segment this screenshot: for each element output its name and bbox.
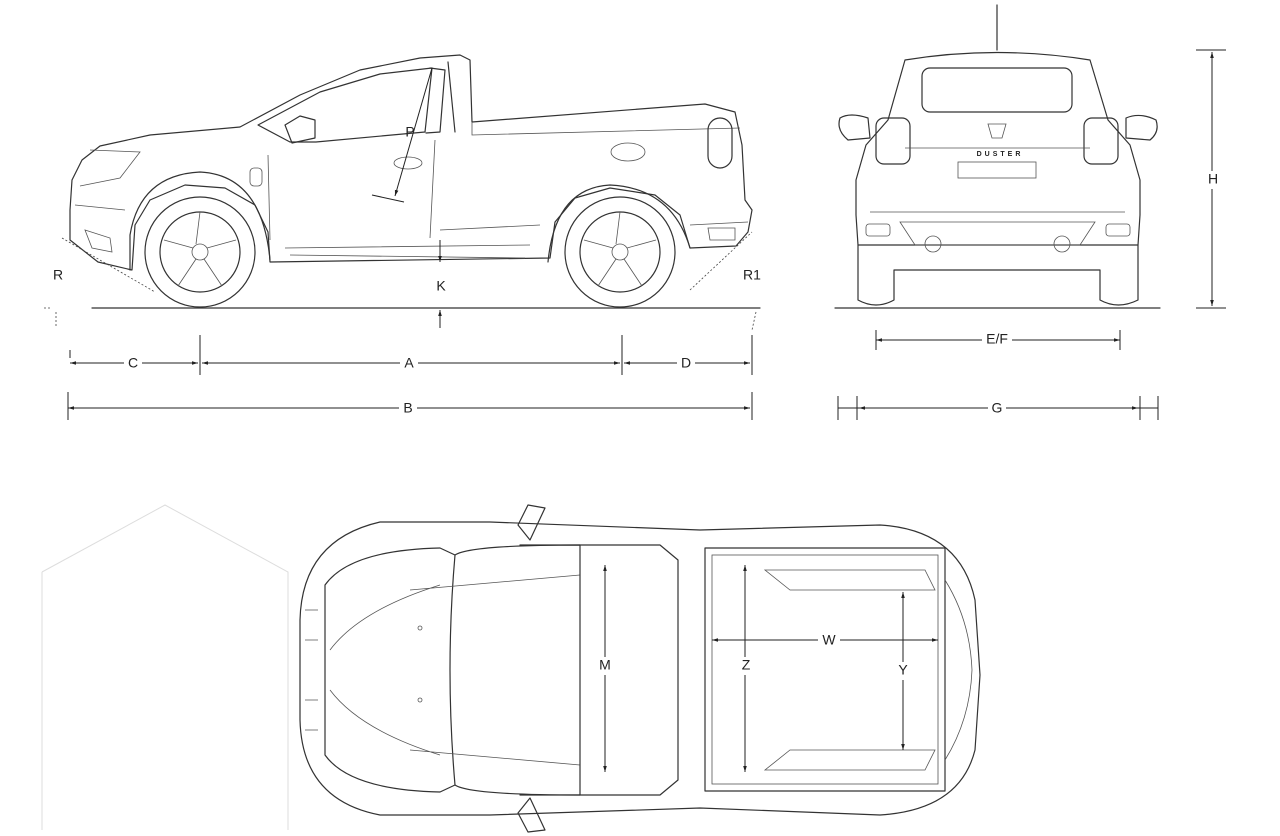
label-k: K (436, 278, 446, 294)
dimension-a: A (202, 335, 623, 375)
dimension-w: W (712, 632, 938, 648)
background-outline (41, 504, 289, 830)
svg-text:Z: Z (742, 657, 751, 673)
label-r1: R1 (743, 267, 761, 283)
rear-view: DUSTER E/F G H (834, 4, 1226, 420)
label-r: R (53, 267, 63, 283)
top-view: M Z W Y (299, 504, 981, 833)
dimension-m: M (596, 565, 614, 772)
dimension-z: Z (737, 565, 755, 772)
dimension-d: D (624, 335, 753, 375)
dimension-g: G (837, 396, 1159, 420)
front-wheel (144, 196, 256, 308)
svg-text:B: B (403, 400, 412, 416)
svg-text:A: A (404, 355, 414, 371)
badge-text: DUSTER (977, 151, 1024, 158)
label-p: P (405, 124, 414, 140)
svg-text:M: M (599, 657, 611, 673)
svg-text:W: W (822, 632, 836, 648)
svg-text:G: G (992, 400, 1003, 416)
svg-text:H: H (1208, 171, 1218, 187)
dimension-b: B (67, 392, 753, 420)
dimension-h: H (1196, 49, 1226, 309)
svg-text:C: C (128, 355, 138, 371)
dimension-c: C (69, 335, 201, 375)
side-view: P K R R1 C A D (44, 54, 761, 420)
dimension-ef: E/F (875, 330, 1121, 350)
svg-text:Y: Y (898, 662, 908, 678)
dimension-y: Y (894, 592, 912, 750)
svg-text:D: D (681, 355, 691, 371)
svg-text:E/F: E/F (986, 331, 1008, 347)
rear-wheel (564, 196, 676, 308)
